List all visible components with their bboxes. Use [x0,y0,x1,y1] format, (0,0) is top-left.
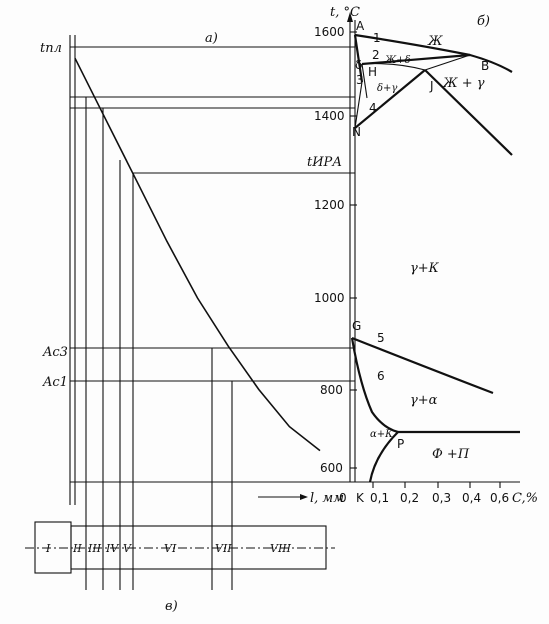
point-delta: δ [355,58,362,72]
x-axis-left-zero: 0 [339,491,347,505]
x-arrow-head [300,494,308,500]
xtick-label-06: 0,6 [490,491,509,505]
label-ac1: Ac1 [42,375,68,390]
zone-VI: VI [164,542,177,555]
point-B: B [481,59,489,73]
line-JB [424,54,471,71]
point-3: 3 [356,73,364,87]
label-tipa: tИРА [307,155,342,170]
point-4: 4 [369,101,377,115]
liquidus-AB [354,33,513,73]
zone-VIII: VIII [270,542,292,555]
point-1: 1 [373,31,381,45]
line-H-4 [361,63,368,99]
ytick-1400: 1400 [314,109,345,123]
ytick-1000: 1000 [314,291,345,305]
region-liquid-delta: Ж+δ [384,55,411,66]
label-tpl: tпл [40,41,62,56]
line-PQ [368,431,399,483]
line-GS [351,336,494,395]
zone-III: III [87,542,102,555]
x-axis-left-label: l, мм [310,491,344,506]
zone-IV: IV [105,542,119,555]
point-G: G [352,319,361,333]
line-AH [353,34,364,83]
line-JE [424,69,513,156]
region-delta-gamma: δ+γ [377,83,397,94]
label-panel-a: а) [205,31,218,46]
line-peritectic [361,53,471,66]
x-axis-right-label: C,% [512,491,538,506]
line-JN [354,69,426,129]
zone-I: I [45,542,51,555]
point-6: 6 [377,369,385,383]
y-axis-title: t, °C [330,5,360,20]
zone-VII: VII [215,542,232,555]
xtick-label-04: 0,4 [462,491,481,505]
line-GP [350,337,399,434]
xtick-label-01: 0,1 [370,491,389,505]
region-alpha-k: α+К [370,429,393,440]
ytick-600: 600 [320,461,343,475]
region-ferrite-pearlite: Ф +П [432,447,470,462]
ytick-800: 800 [320,383,343,397]
ytick-1600: 1600 [314,25,345,39]
point-J: J [429,79,434,93]
point-N: N [352,125,361,139]
label-panel-c: в) [165,599,178,614]
ytick-1200: 1200 [314,198,345,212]
temperature-curve [74,57,321,452]
point-5: 5 [377,331,385,345]
xtick-label-02: 0,2 [400,491,419,505]
point-A: A [356,19,365,33]
zone-V: V [123,542,132,555]
y-arrow-head [347,12,353,22]
xtick-label-03: 0,3 [432,491,451,505]
region-liquid: Ж [427,34,443,49]
line-HN [354,81,363,129]
point-2: 2 [372,48,380,62]
region-liquid-gamma: Ж + γ [442,76,485,91]
label-ac3: Ac3 [42,345,68,360]
point-H: H [368,65,377,79]
xtick-K: K [356,491,365,505]
zone-II: II [72,542,82,555]
point-P: P [397,437,404,451]
region-gamma-alpha: γ+α [410,393,438,408]
label-panel-b: б) [477,14,490,29]
region-gamma-k: γ+К [410,261,440,276]
